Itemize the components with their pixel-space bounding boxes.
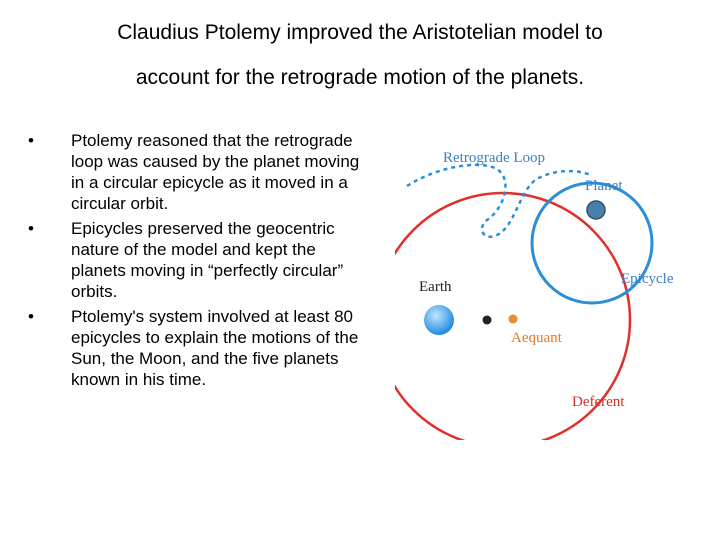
retrograde-loop-path [406,163,591,239]
label-aequant: Aequant [511,330,563,346]
title-line-2: account for the retrograde motion of the… [135,66,585,89]
label-deferent: Deferent [572,394,625,410]
earth-icon [424,305,454,335]
deferent-center-point [482,315,492,325]
aequant-point [508,314,518,324]
bullet-item: • Epicycles preserved the geocentric nat… [28,218,373,302]
planet-icon [586,200,606,220]
bullet-marker: • [28,131,34,150]
deferent-circle [395,191,632,440]
ptolemy-epicycle-diagram: Retrograde Loop Planet Epicycle Earth Ae… [395,150,674,440]
bullet-text: Ptolemy reasoned that the retrograde loo… [71,131,360,213]
label-retrograde-loop: Retrograde Loop [443,150,545,166]
label-planet: Planet [585,178,623,194]
bullet-item: • Ptolemy reasoned that the retrograde l… [28,130,373,214]
epicycle-circle [530,181,654,305]
slide-title: Claudius Ptolemy improved the Aristoteli… [0,10,720,100]
label-epicycle: Epicycle [621,271,674,287]
bullet-text: Epicycles preserved the geocentric natur… [71,219,344,301]
label-earth: Earth [419,279,452,295]
bullet-text: Ptolemy's system involved at least 80 ep… [71,307,359,389]
bullet-marker: • [28,307,34,326]
title-line-1: Claudius Ptolemy improved the Aristoteli… [117,21,603,44]
bullet-list: • Ptolemy reasoned that the retrograde l… [28,130,373,394]
bullet-marker: • [28,219,34,238]
bullet-item: • Ptolemy's system involved at least 80 … [28,306,373,390]
